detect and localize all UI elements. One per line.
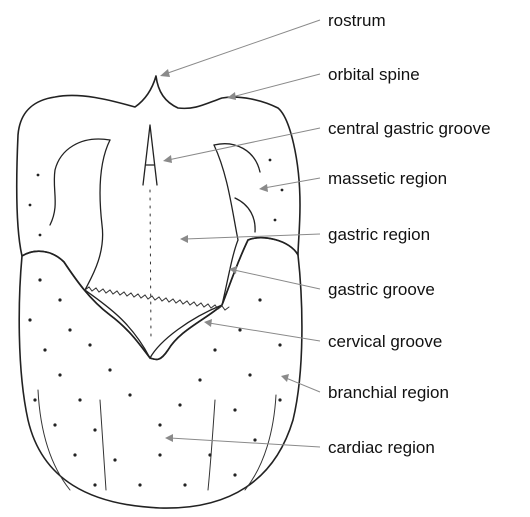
leader-rostrum [165,20,320,74]
label-massetic-region: massetic region [328,169,447,188]
leader-lines [160,20,320,447]
leader-central-gastric-groove [168,128,320,160]
right-massetic-curve [214,144,260,172]
label-central-gastric-groove: central gastric groove [328,119,491,138]
surface-dots [28,159,283,487]
leader-gastric-groove [234,270,320,289]
arrow-branchial-region [281,374,289,382]
arrow-gastric-region [180,235,188,243]
label-gastric-region: gastric region [328,225,430,244]
leader-cardiac-region [170,438,320,447]
right-massetic-arc [235,198,255,232]
arrow-orbital-spine [227,92,236,100]
leader-massetic-region [264,178,320,188]
leader-cervical-groove [209,323,320,341]
arrow-cardiac-region [165,434,173,442]
arrow-cervical-groove [204,319,212,327]
arrow-massetic-region [259,184,268,192]
label-gastric-groove: gastric groove [328,280,435,299]
arrow-rostrum [160,69,170,77]
leader-branchial-region [286,378,320,392]
upper-carapace-outline [17,76,300,360]
leader-orbital-spine [232,74,320,97]
label-cardiac-region: cardiac region [328,438,435,457]
label-orbital-spine: orbital spine [328,65,420,84]
branchial-line-left [38,390,70,490]
median-line [150,190,151,340]
arrow-central-gastric-groove [163,155,172,163]
central-gastric-groove-mark [143,125,157,185]
gastric-region-outline [85,140,238,358]
label-cervical-groove: cervical groove [328,332,442,351]
cardiac-line-left [100,400,106,490]
label-rostrum: rostrum [328,11,386,30]
label-branchial-region: branchial region [328,383,449,402]
cardiac-line-right [208,400,215,490]
